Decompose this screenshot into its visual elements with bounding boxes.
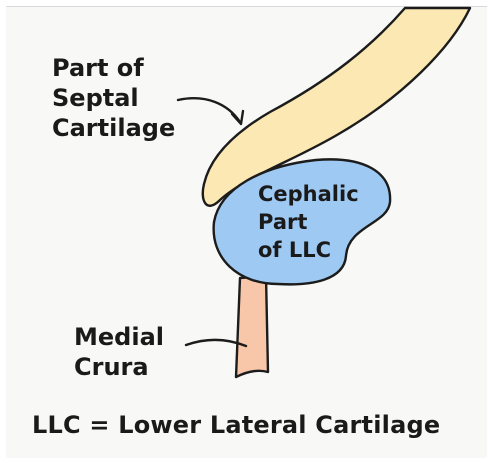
medial-label-line-1: Medial: [74, 322, 164, 352]
septal-cartilage-label: Part of Septal Cartilage: [52, 53, 175, 143]
septal-leader-arrow: [178, 98, 240, 122]
cephalic-llc-label: Cephalic Part of LLC: [258, 180, 359, 264]
cephalic-label-line-1: Cephalic: [258, 180, 359, 208]
abbreviation-footer: LLC = Lower Lateral Cartilage: [32, 413, 440, 437]
medial-crura-label: Medial Crura: [74, 322, 164, 382]
cephalic-label-line-2: Part: [258, 208, 359, 236]
cephalic-label-line-3: of LLC: [258, 236, 359, 264]
septal-label-line-1: Part of: [52, 53, 175, 83]
medial-crura-shape: [236, 276, 268, 377]
septal-label-line-2: Septal: [52, 83, 175, 113]
medial-label-line-2: Crura: [74, 352, 164, 382]
septal-label-line-3: Cartilage: [52, 113, 175, 143]
